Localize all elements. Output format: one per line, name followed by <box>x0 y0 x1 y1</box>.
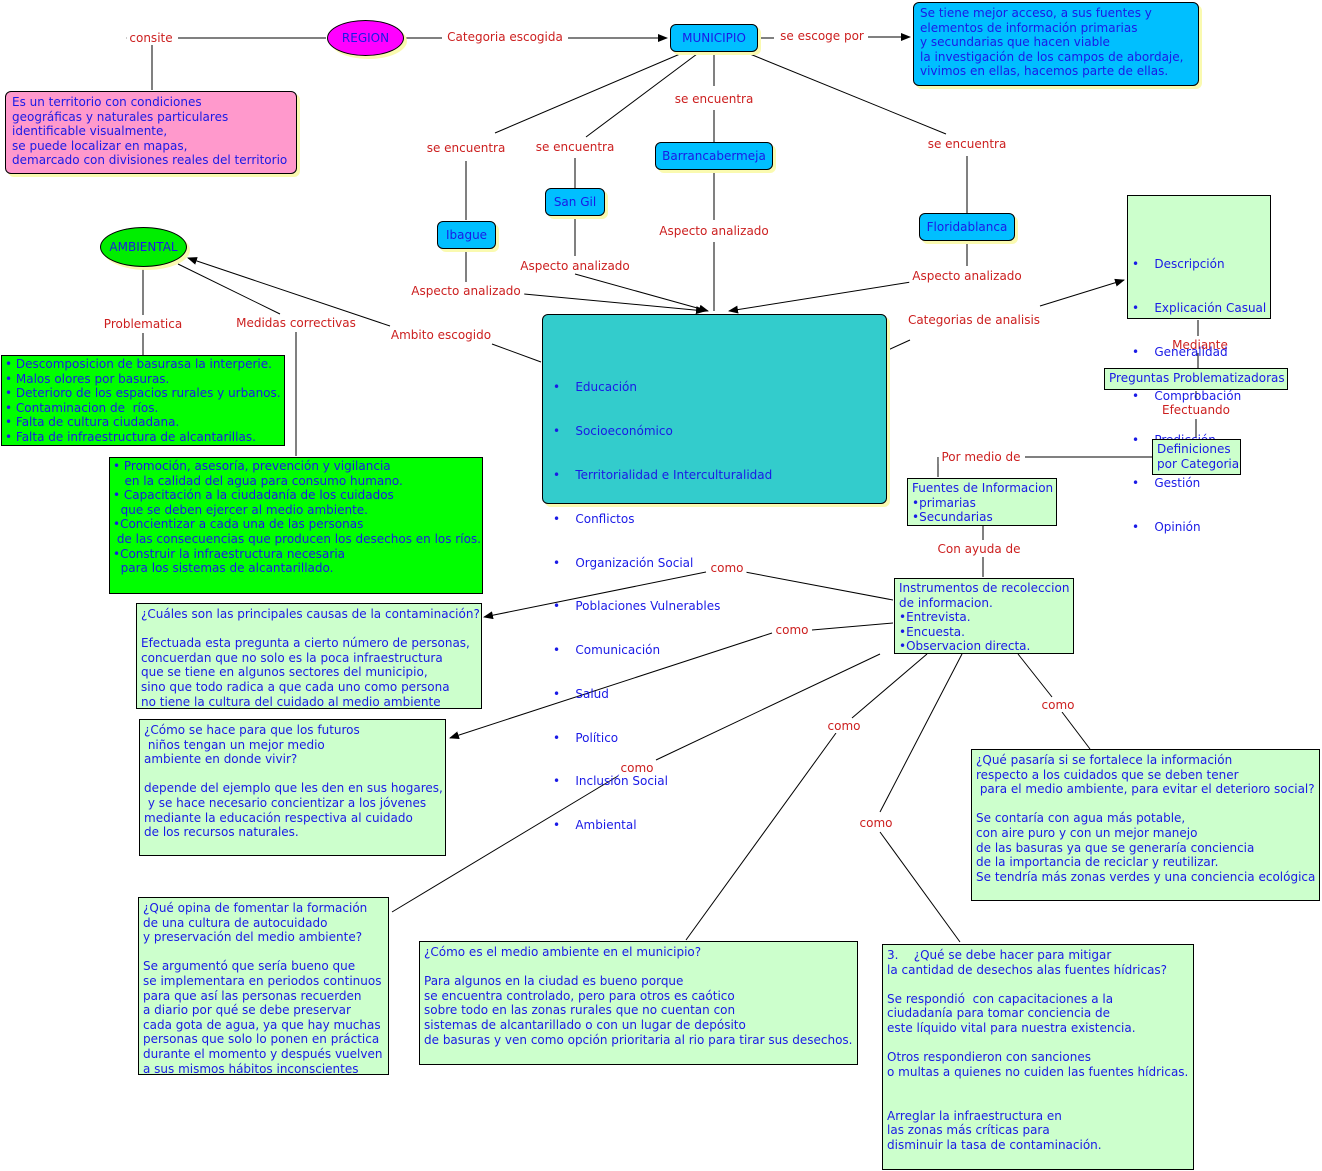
label-con-ayuda-de: Con ayuda de <box>934 542 1024 556</box>
label-aspecto-barranca: Aspecto analizado <box>656 224 772 238</box>
san-gil-node-label: San Gil <box>553 194 597 209</box>
categories-box: • Descripción • Explicación Casual • Gen… <box>1127 195 1271 534</box>
label-se-encuentra-san-gil: se encuentra <box>532 140 618 154</box>
aspect-item: • Político <box>553 730 619 745</box>
label-como-3: como <box>617 761 657 775</box>
aspect-item: • Educación <box>553 380 637 395</box>
region-node[interactable]: REGION <box>327 20 404 56</box>
label-mediante: Mediante <box>1169 338 1231 352</box>
label-se-encuentra-barranca: se encuentra <box>671 92 757 106</box>
fuentes-node[interactable]: Fuentes de Informacion •primarias •Secun… <box>907 478 1057 526</box>
municipio-description: Se tiene mejor acceso, a sus fuentes y e… <box>913 2 1199 86</box>
label-problematica: Problematica <box>100 317 186 331</box>
ibague-node[interactable]: Ibague <box>437 221 496 249</box>
label-como-5: como <box>856 816 896 830</box>
label-como-4: como <box>824 719 864 733</box>
aspect-item: • Ambiental <box>553 818 637 833</box>
category-item: • Generalidad <box>1132 344 1228 359</box>
aspect-item: • Conflictos <box>553 511 635 526</box>
barrancabermeja-node-label: Barrancabermeja <box>662 148 766 163</box>
label-consite: consite <box>126 31 176 45</box>
preguntas-node[interactable]: Preguntas Problematizadoras <box>1104 368 1288 390</box>
question-causes-box: ¿Cuáles son las principales causas de la… <box>136 603 482 709</box>
aspects-list: • Educación • Socioeconómico • Territori… <box>553 351 876 862</box>
question-strengthen-box: ¿Qué pasaría si se fortalece la informac… <box>971 749 1320 901</box>
question-mitigate-box: 3. ¿Qué se debe hacer para mitigar la ca… <box>882 944 1194 1170</box>
category-item: • Opinión <box>1132 520 1201 535</box>
label-categorias-analisis: Categorias de analisis <box>904 313 1044 327</box>
barrancabermeja-node[interactable]: Barrancabermeja <box>655 142 773 170</box>
floridablanca-node[interactable]: Floridablanca <box>919 213 1015 241</box>
aspects-list-box: • Educación • Socioeconómico • Territori… <box>542 314 887 832</box>
category-item: • Explicación Casual <box>1132 301 1267 316</box>
aspect-item: • Socioeconómico <box>553 424 673 439</box>
label-como-1: como <box>707 561 747 575</box>
floridablanca-node-label: Floridablanca <box>926 219 1008 234</box>
aspect-item: • Poblaciones Vulnerables <box>553 599 721 614</box>
instrumentos-node[interactable]: Instrumentos de recoleccion de informaci… <box>894 578 1074 654</box>
question-culture-box: ¿Qué opina de fomentar la formación de u… <box>138 897 389 1076</box>
ambiental-node-label: AMBIENTAL <box>109 239 178 254</box>
aspect-item: • Inclusión Social <box>553 774 668 789</box>
label-se-encuentra-ibague: se encuentra <box>423 141 509 155</box>
definiciones-node[interactable]: Definiciones por Categoria <box>1152 439 1241 475</box>
category-item: • Descripción <box>1132 257 1225 272</box>
label-como-6: como <box>1038 698 1078 712</box>
municipio-node-label: MUNICIPIO <box>682 30 746 45</box>
ibague-node-label: Ibague <box>445 227 488 242</box>
problematica-box: • Descomposicion de basurasa la interper… <box>1 355 285 446</box>
question-environment-box: ¿Cómo es el medio ambiente en el municip… <box>419 941 858 1065</box>
aspect-item: • Territorialidad e Interculturalidad <box>553 467 773 482</box>
region-description: Es un territorio con condiciones geográf… <box>5 91 297 174</box>
municipio-node[interactable]: MUNICIPIO <box>670 24 758 52</box>
label-categoria-escogida: Categoria escogida <box>444 30 566 44</box>
label-efectuando: Efectuando <box>1158 403 1234 417</box>
label-medidas-correctivas: Medidas correctivas <box>233 316 359 330</box>
label-como-2: como <box>772 623 812 637</box>
categories-list: • Descripción • Explicación Casual • Gen… <box>1132 228 1266 564</box>
label-por-medio-de: Por medio de <box>938 450 1024 464</box>
label-se-encuentra-florida: se encuentra <box>924 137 1010 151</box>
label-aspecto-san-gil: Aspecto analizado <box>517 259 633 273</box>
label-se-escoge-por: se escoge por <box>777 29 867 43</box>
question-future-box: ¿Cómo se hace para que los futuros niños… <box>139 719 446 856</box>
ambiental-node[interactable]: AMBIENTAL <box>100 227 187 267</box>
label-aspecto-florida: Aspecto analizado <box>909 269 1025 283</box>
label-aspecto-ibague: Aspecto analizado <box>408 284 524 298</box>
medidas-box: • Promoción, asesoría, prevención y vigi… <box>109 457 483 594</box>
aspect-item: • Salud <box>553 686 609 701</box>
category-item: • Comprobación <box>1132 388 1242 403</box>
region-node-label: REGION <box>341 30 390 45</box>
label-ambito-escogido: Ambito escogido <box>387 328 495 342</box>
category-item: • Gestión <box>1132 476 1201 491</box>
aspect-item: • Comunicación <box>553 643 661 658</box>
aspect-item: • Organización Social <box>553 555 694 570</box>
san-gil-node[interactable]: San Gil <box>545 188 605 216</box>
